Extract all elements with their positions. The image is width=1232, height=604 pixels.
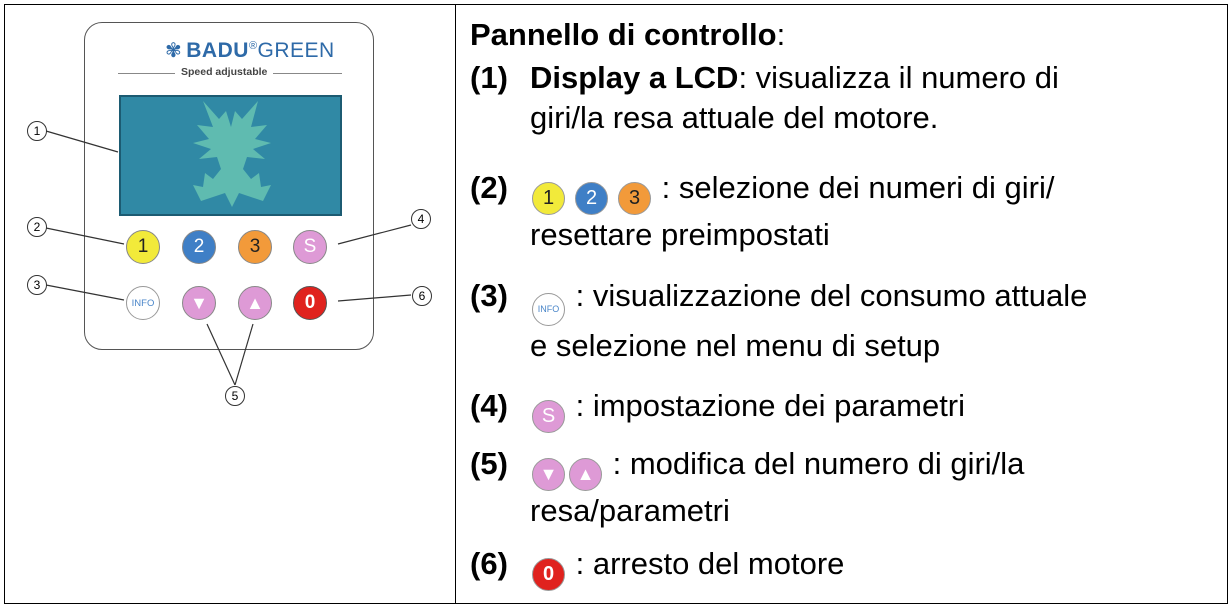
speed-2-button[interactable]: 2 bbox=[182, 230, 216, 264]
section-title-colon: : bbox=[776, 17, 786, 52]
callout-4: 4 bbox=[411, 209, 431, 229]
callout-4-label: 4 bbox=[417, 212, 425, 226]
lcd-fan-graphic bbox=[193, 101, 271, 207]
inline-speed-2-icon: 2 bbox=[575, 181, 608, 215]
item-2-line2: resettare preimpostati bbox=[530, 216, 830, 252]
item-5: (5) ▼▲ : modifica del numero di giri/la r… bbox=[470, 444, 1024, 531]
section-title: Pannello di controllo: bbox=[470, 17, 785, 53]
brand-name-bold: BADU bbox=[186, 39, 249, 62]
item-6: (6) 0 : arresto del motore bbox=[470, 544, 844, 591]
column-divider bbox=[455, 4, 456, 604]
inline-stop-0-icon: 0 bbox=[532, 557, 565, 591]
down-arrow-button[interactable]: ▼ bbox=[182, 286, 216, 320]
callout-5-label: 5 bbox=[231, 389, 239, 403]
item-1-text: : visualizza il numero di bbox=[738, 60, 1059, 95]
brand-logo: ✾BADU®GREEN bbox=[165, 38, 335, 63]
item-3-line2: e selezione nel menu di setup bbox=[530, 327, 941, 363]
item-5-number: (5) bbox=[470, 446, 508, 481]
lcd-display bbox=[119, 95, 342, 216]
setup-s-label: S bbox=[303, 236, 317, 257]
item-3: (3) INFO : visualizzazione del consumo at… bbox=[470, 276, 1087, 366]
item-5-line2: resa/parametri bbox=[530, 492, 730, 528]
setup-s-button[interactable]: S bbox=[293, 230, 327, 264]
stop-0-button[interactable]: 0 bbox=[293, 286, 327, 320]
callout-2: 2 bbox=[27, 217, 47, 237]
item-6-number: (6) bbox=[470, 546, 508, 581]
inline-speed-3-icon: 3 bbox=[618, 181, 651, 215]
item-5-text: : modifica del numero di giri/la bbox=[604, 446, 1025, 481]
brand-registered: ® bbox=[248, 40, 258, 52]
section-title-bold: Pannello di controllo bbox=[470, 17, 777, 52]
item-1-line2: giri/la resa attuale del motore. bbox=[530, 100, 939, 135]
callout-2-label: 2 bbox=[33, 220, 41, 234]
inline-speed-1-icon: 1 bbox=[532, 181, 565, 215]
item-3-text: : visualizzazione del consumo attuale bbox=[567, 278, 1088, 313]
speed-1-button[interactable]: 1 bbox=[126, 230, 160, 264]
item-4: (4) S : impostazione dei parametri bbox=[470, 386, 965, 433]
callout-3-label: 3 bbox=[33, 278, 41, 292]
info-label: INFO bbox=[131, 297, 155, 309]
speed-label: Speed adjustable bbox=[175, 66, 274, 78]
callout-lines bbox=[45, 130, 412, 386]
brand-name-light: GREEN bbox=[257, 39, 335, 62]
item-2-number: (2) bbox=[470, 170, 508, 205]
item-1-bold: Display a LCD bbox=[530, 60, 739, 95]
item-1: (1) Display a LCD: visualizza il numero d… bbox=[470, 58, 1059, 138]
callout-6-label: 6 bbox=[418, 289, 426, 303]
speed-2-label: 2 bbox=[193, 236, 205, 257]
item-3-number: (3) bbox=[470, 278, 508, 313]
fan-logo-icon: ✾ bbox=[165, 40, 183, 62]
down-arrow-icon: ▼ bbox=[190, 292, 208, 313]
inline-up-arrow-icon: ▲ bbox=[569, 457, 602, 491]
callout-3: 3 bbox=[27, 275, 47, 295]
item-6-text: : arresto del motore bbox=[567, 546, 845, 581]
speed-3-button[interactable]: 3 bbox=[238, 230, 272, 264]
inline-s-icon: S bbox=[532, 399, 565, 433]
callout-1: 1 bbox=[27, 121, 47, 141]
stop-0-label: 0 bbox=[304, 292, 316, 313]
up-arrow-icon: ▲ bbox=[246, 292, 264, 313]
item-2-text: : selezione dei numeri di giri/ bbox=[653, 170, 1055, 205]
callout-5: 5 bbox=[225, 386, 245, 406]
item-4-number: (4) bbox=[470, 388, 508, 423]
speed-1-label: 1 bbox=[137, 236, 149, 257]
callout-6: 6 bbox=[412, 286, 432, 306]
info-button[interactable]: INFO bbox=[126, 286, 160, 320]
item-4-text: : impostazione dei parametri bbox=[567, 388, 966, 423]
inline-info-icon: INFO bbox=[532, 292, 565, 326]
item-1-number: (1) bbox=[470, 60, 508, 95]
speed-3-label: 3 bbox=[249, 236, 261, 257]
up-arrow-button[interactable]: ▲ bbox=[238, 286, 272, 320]
callout-1-label: 1 bbox=[33, 124, 41, 138]
inline-down-arrow-icon: ▼ bbox=[532, 457, 565, 491]
